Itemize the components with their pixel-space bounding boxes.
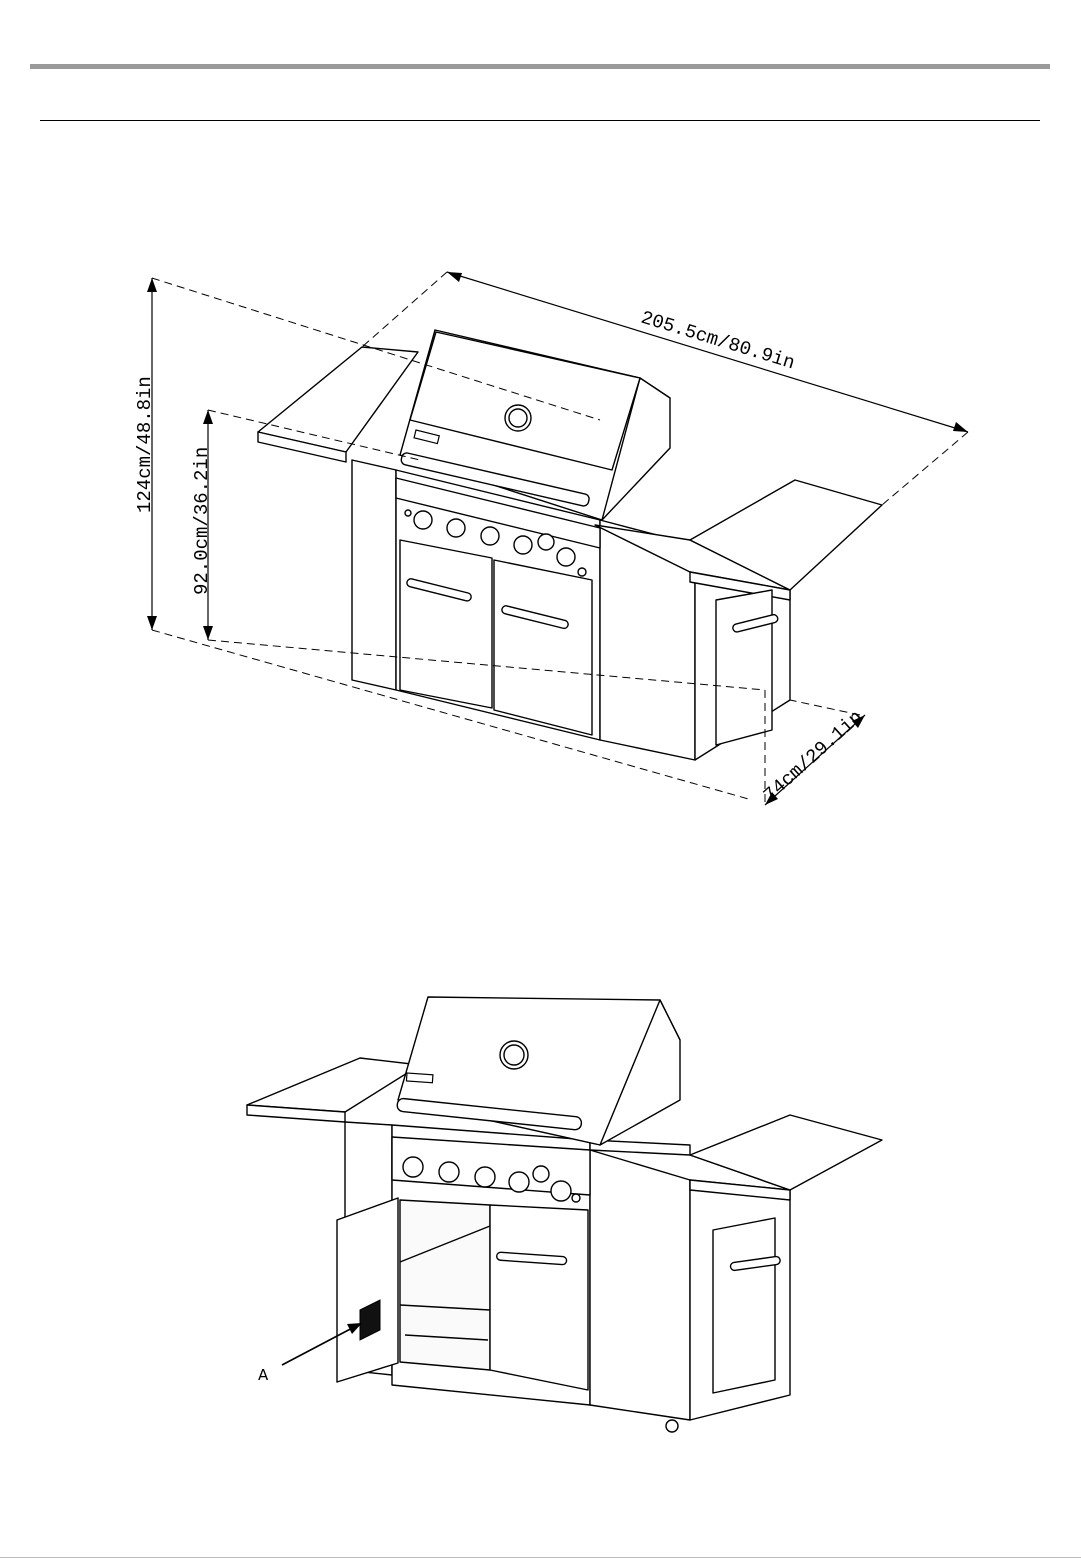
depth-dimension-label: 74cm/29.1in <box>759 706 867 806</box>
counter-height-dimension-label: 92.0cm/36.2in <box>191 447 213 595</box>
width-dimension-label: 205.5cm/80.9in <box>638 307 797 375</box>
overall-height-dimension-label: 124cm/48.8in <box>134 376 156 513</box>
footer-rule <box>0 1557 1081 1558</box>
